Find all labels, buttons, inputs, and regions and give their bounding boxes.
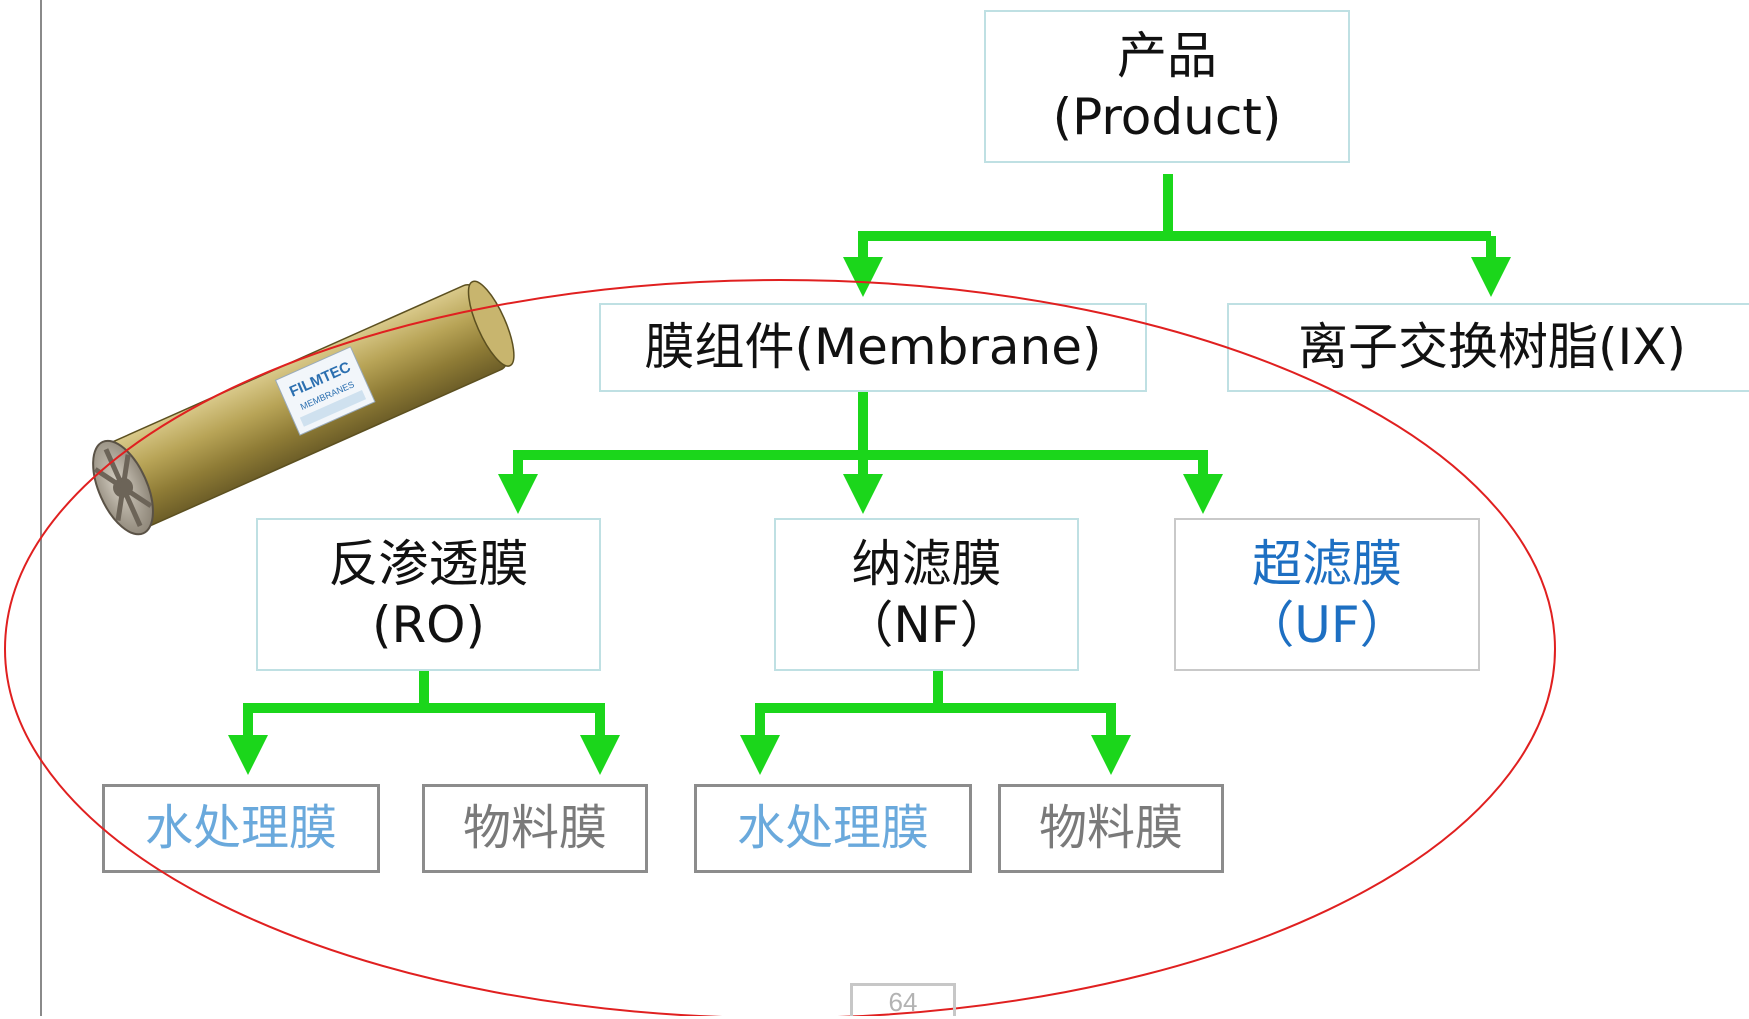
node-ro-line2: (RO)	[371, 595, 486, 654]
node-ro-material: 物料膜	[422, 784, 648, 873]
node-nf-material: 物料膜	[998, 784, 1224, 873]
node-ro-material-label: 物料膜	[462, 800, 607, 857]
node-ro-water-treatment: 水处理膜	[102, 784, 380, 873]
node-product-line2: (Product)	[1052, 87, 1282, 146]
node-ro: 反渗透膜 (RO)	[256, 518, 601, 671]
node-product: 产品 (Product)	[984, 10, 1350, 163]
node-membrane: 膜组件(Membrane)	[599, 303, 1147, 392]
node-nf-line1: 纳滤膜	[851, 534, 1002, 593]
node-nf-line2: （NF）	[843, 595, 1010, 654]
node-nf-water-treatment-label: 水处理膜	[736, 800, 929, 857]
node-uf-line1: 超滤膜	[1252, 534, 1402, 593]
node-product-line1: 产品	[1117, 26, 1217, 85]
left-margin-rule	[40, 0, 42, 1016]
node-membrane-label: 膜组件(Membrane)	[644, 318, 1102, 376]
node-ro-water-treatment-label: 水处理膜	[144, 800, 337, 857]
node-nf-material-label: 物料膜	[1038, 800, 1183, 857]
node-uf-line2: （UF）	[1244, 595, 1410, 654]
membrane-cartridge-image: FILMTEC MEMBRANES	[92, 280, 515, 536]
node-ro-line1: 反渗透膜	[328, 534, 529, 593]
node-uf: 超滤膜 （UF）	[1174, 518, 1480, 671]
node-ion-exchange-label: 离子交换树脂(IX)	[1297, 318, 1686, 376]
node-ion-exchange: 离子交换树脂(IX)	[1227, 303, 1749, 392]
node-nf-water-treatment: 水处理膜	[694, 784, 972, 873]
node-nf: 纳滤膜 （NF）	[774, 518, 1079, 671]
page-number: 64	[850, 983, 956, 1017]
